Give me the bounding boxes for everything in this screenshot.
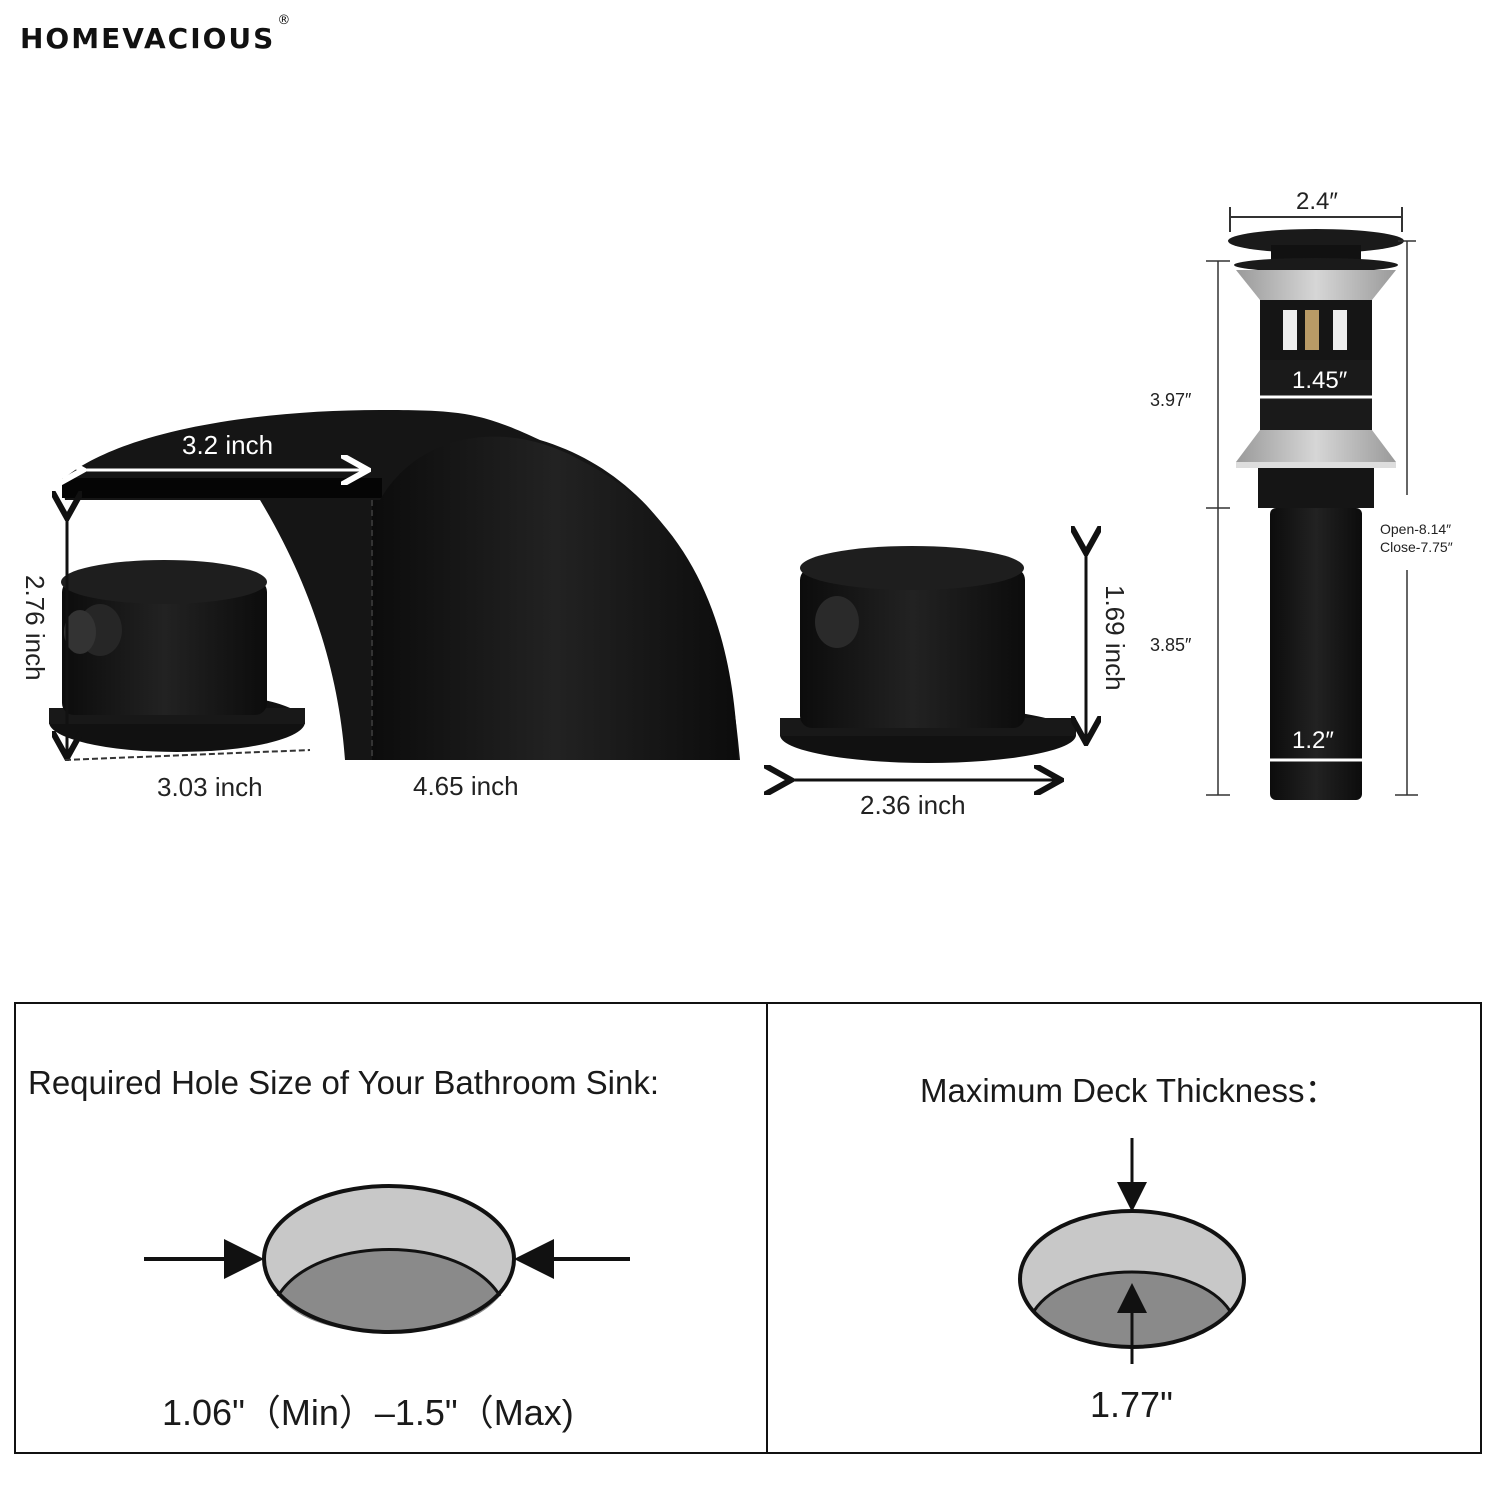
drain-total-close: Close-7.75″ — [1380, 539, 1453, 555]
handle-spacing-label: 3.03 inch — [157, 772, 263, 802]
deck-thickness-diagram — [1018, 1138, 1246, 1364]
drain-total-open: Open-8.14″ — [1380, 521, 1452, 537]
faucet-handle-left — [49, 515, 311, 760]
drain-lower-height-label: 3.85″ — [1150, 635, 1192, 655]
hole-size-panel: Required Hole Size of Your Bathroom Sink… — [14, 1002, 770, 1454]
hole-size-title: Required Hole Size of Your Bathroom Sink… — [28, 1064, 660, 1101]
faucet-handle-right — [780, 546, 1086, 780]
spout-height-label: 2.76 inch — [20, 575, 50, 681]
hole-size-diagram — [144, 1184, 630, 1334]
deck-thickness-panel: Maximum Deck Thickness： 1.77" — [766, 1002, 1482, 1454]
drain-thread-diameter-label: 1.45″ — [1292, 367, 1348, 394]
drain-upper-height-label: 3.97″ — [1150, 390, 1192, 410]
faucet-spout — [62, 410, 740, 760]
deck-thickness-value: 1.77" — [1090, 1384, 1173, 1425]
registered-mark: ® — [277, 12, 293, 28]
drain-tail-diameter-label: 1.2″ — [1292, 727, 1334, 754]
spout-length-label: 3.2 inch — [182, 430, 274, 460]
product-drawings — [49, 207, 1418, 800]
drain-cap-width-label: 2.4″ — [1296, 188, 1338, 215]
brand-name: HOMEVACIOUS — [20, 22, 276, 55]
hole-size-value: 1.06"（Min）–1.5"（Max) — [162, 1392, 574, 1433]
drain-total-height: Open-8.14″ Close-7.75″ — [1380, 520, 1453, 556]
brand-logo: HOMEVACIOUS® — [20, 13, 292, 55]
handle-base-width-label: 2.36 inch — [860, 790, 966, 820]
deck-thickness-title: Maximum Deck Thickness： — [920, 1072, 1338, 1109]
spout-depth-label: 4.65 inch — [413, 771, 519, 801]
pop-up-drain — [1206, 207, 1418, 800]
handle-height-label: 1.69 inch — [1100, 585, 1130, 691]
